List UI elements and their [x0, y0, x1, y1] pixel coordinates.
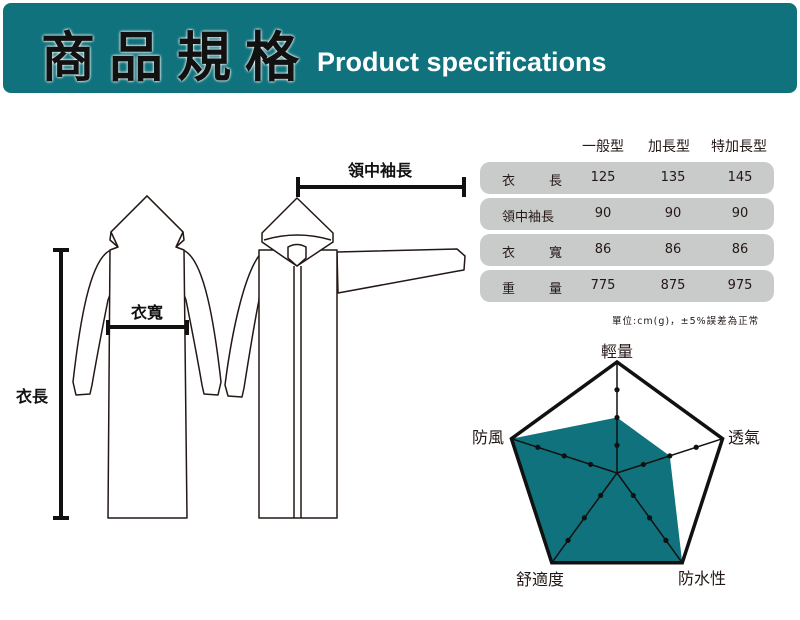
table-row: 領中袖長 90 90 90: [480, 198, 774, 230]
table-row: 衣 長 125 135 145: [480, 162, 774, 194]
radar-axis-label: 舒適度: [516, 570, 565, 589]
radar-tick-dot: [693, 444, 699, 450]
title-chinese: 商品規格: [41, 26, 313, 89]
cell: 875: [660, 278, 686, 293]
radar-tick-dot: [598, 492, 604, 499]
dimension-lines: [53, 177, 466, 520]
radar-tick-dot: [647, 515, 653, 521]
title-english: Product specifications: [317, 47, 607, 77]
cell: 90: [594, 206, 612, 221]
radar-tick-dot: [663, 537, 669, 543]
unit-note: 單位:cm(g)，±5%誤差為正常: [612, 316, 760, 327]
row-label: 寬: [548, 246, 562, 261]
row-label: 長: [548, 174, 562, 189]
length-label: 衣長: [16, 387, 49, 406]
column-header: 加長型: [648, 139, 690, 155]
row-label: 重: [502, 282, 516, 297]
radar-axis-label: 防水性: [678, 569, 727, 588]
row-label: 領中袖長: [502, 210, 555, 225]
cell: 125: [590, 170, 616, 185]
radar-tick-dot: [614, 442, 620, 448]
radar-tick-dot: [614, 387, 620, 393]
table-row: 重 量 775 875 975: [480, 270, 774, 302]
radar-tick-dot: [561, 453, 567, 459]
radar-tick-dot: [640, 461, 646, 468]
width-label: 衣寬: [131, 303, 163, 322]
radar-tick-dot: [581, 515, 587, 521]
raincoat-back-illustration: [72, 195, 222, 519]
radar-axis-label: 透氣: [728, 428, 761, 447]
radar-axis-label: 防風: [472, 428, 505, 447]
cell: 86: [731, 242, 749, 257]
raincoat-front-illustration: [224, 197, 466, 519]
table-row: 衣 寬 86 86 86: [480, 234, 774, 266]
cell: 135: [660, 170, 686, 185]
cell: 90: [731, 206, 749, 221]
radar-tick-dot: [614, 414, 620, 421]
column-header: 一般型: [582, 139, 624, 155]
cell: 90: [664, 206, 682, 221]
radar-axis-label: 輕量: [601, 342, 634, 361]
cell: 86: [664, 242, 682, 257]
sleeve-length-label: 領中袖長: [348, 161, 413, 180]
radar-tick-dot: [630, 492, 636, 499]
row-label: 衣: [502, 174, 516, 189]
radar-tick-dot: [535, 444, 541, 450]
radar-tick-dot: [667, 453, 673, 459]
column-header: 特加長型: [711, 139, 767, 155]
cell: 775: [590, 278, 616, 293]
row-label: 衣: [502, 246, 516, 261]
header-banner: 商品規格 Product specifications: [3, 3, 797, 93]
radar-data-area: [511, 417, 683, 563]
cell: 145: [727, 170, 753, 185]
radar-outline: [509, 359, 725, 565]
cell: 86: [594, 242, 612, 257]
radar-tick-dot: [565, 537, 571, 543]
radar-tick-dot: [588, 461, 594, 468]
row-label: 量: [548, 282, 562, 297]
cell: 975: [727, 278, 753, 293]
